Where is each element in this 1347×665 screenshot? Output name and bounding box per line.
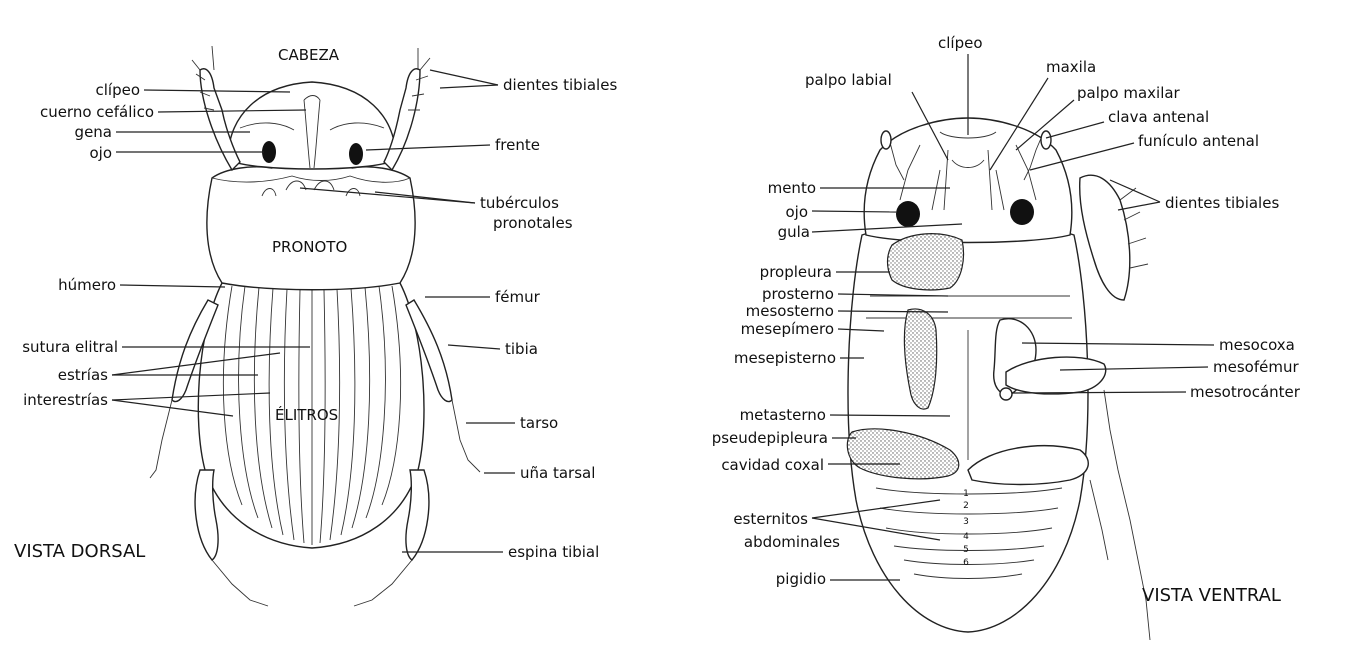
v-label-cavidad-coxal: cavidad coxal bbox=[721, 456, 824, 474]
v-label-funiculo-antenal: funículo antenal bbox=[1138, 132, 1259, 150]
dorsal-view: CABEZA PRONOTO ÉLITROS clípeo cuerno cef… bbox=[14, 46, 617, 606]
v-label-pigidio: pigidio bbox=[776, 570, 826, 588]
v-label-mesepisterno: mesepisterno bbox=[734, 349, 836, 367]
v-label-palpo-labial: palpo labial bbox=[805, 71, 892, 89]
v-label-mesofemur: mesofémur bbox=[1213, 358, 1299, 376]
sternite-number: 4 bbox=[963, 532, 969, 542]
label-tibia: tibia bbox=[505, 340, 538, 358]
label-una-tarsal: uña tarsal bbox=[520, 464, 595, 482]
v-label-mesotrocanter: mesotrocánter bbox=[1190, 383, 1301, 401]
label-dientes-tibiales: dientes tibiales bbox=[503, 76, 617, 94]
label-sutura-elitral: sutura elitral bbox=[22, 338, 118, 356]
sternite-number: 1 bbox=[963, 489, 969, 499]
label-femur: fémur bbox=[495, 288, 541, 306]
ventral-beetle-drawing bbox=[847, 118, 1150, 640]
v-label-ojo: ojo bbox=[785, 203, 808, 221]
v-label-palpo-maxilar: palpo maxilar bbox=[1077, 84, 1181, 102]
v-label-maxila: maxila bbox=[1046, 58, 1096, 76]
v-label-clava-antenal: clava antenal bbox=[1108, 108, 1209, 126]
label-cuerno-cefalico: cuerno cefálico bbox=[40, 103, 154, 121]
v-label-prosterno: prosterno bbox=[762, 285, 834, 303]
v-label-mesepimero: mesepímero bbox=[741, 320, 834, 338]
label-ojo: ojo bbox=[89, 144, 112, 162]
v-label-mento: mento bbox=[768, 179, 816, 197]
label-estrias: estrías bbox=[58, 366, 108, 384]
label-frente: frente bbox=[495, 136, 540, 154]
ventral-view-title: VISTA VENTRAL bbox=[1142, 585, 1281, 606]
label-pronotales: pronotales bbox=[493, 214, 573, 232]
label-humero: húmero bbox=[58, 276, 116, 294]
label-espina-tibial: espina tibial bbox=[508, 543, 599, 561]
v-label-esternitos: esternitos bbox=[733, 510, 808, 528]
ventral-view: clípeo palpo labial maxila palpo maxilar… bbox=[712, 34, 1301, 640]
sternite-number: 6 bbox=[963, 558, 969, 568]
label-pronoto: PRONOTO bbox=[272, 238, 347, 256]
sternite-number: 2 bbox=[963, 501, 969, 511]
label-interestrias: interestrías bbox=[23, 391, 108, 409]
label-clipeo: clípeo bbox=[95, 81, 140, 99]
v-label-clipeo: clípeo bbox=[938, 34, 983, 52]
label-tarso: tarso bbox=[520, 414, 558, 432]
label-elitros: ÉLITROS bbox=[275, 405, 338, 424]
dorsal-view-title: VISTA DORSAL bbox=[14, 541, 145, 562]
sternite-number: 3 bbox=[963, 517, 969, 527]
v-label-mesocoxa: mesocoxa bbox=[1219, 336, 1295, 354]
v-label-gula: gula bbox=[778, 223, 810, 241]
sternite-number: 5 bbox=[963, 545, 969, 555]
label-cabeza: CABEZA bbox=[278, 46, 340, 64]
v-label-abdominales: abdominales bbox=[744, 533, 840, 551]
label-tuberculos: tubérculos bbox=[480, 194, 559, 212]
v-label-dientes-tibiales: dientes tibiales bbox=[1165, 194, 1279, 212]
v-label-pseudepipleura: pseudepipleura bbox=[712, 429, 828, 447]
label-gena: gena bbox=[75, 123, 112, 141]
dorsal-beetle-drawing bbox=[150, 46, 480, 606]
v-label-propleura: propleura bbox=[760, 263, 832, 281]
v-label-mesosterno: mesosterno bbox=[746, 302, 834, 320]
v-label-metasterno: metasterno bbox=[740, 406, 826, 424]
